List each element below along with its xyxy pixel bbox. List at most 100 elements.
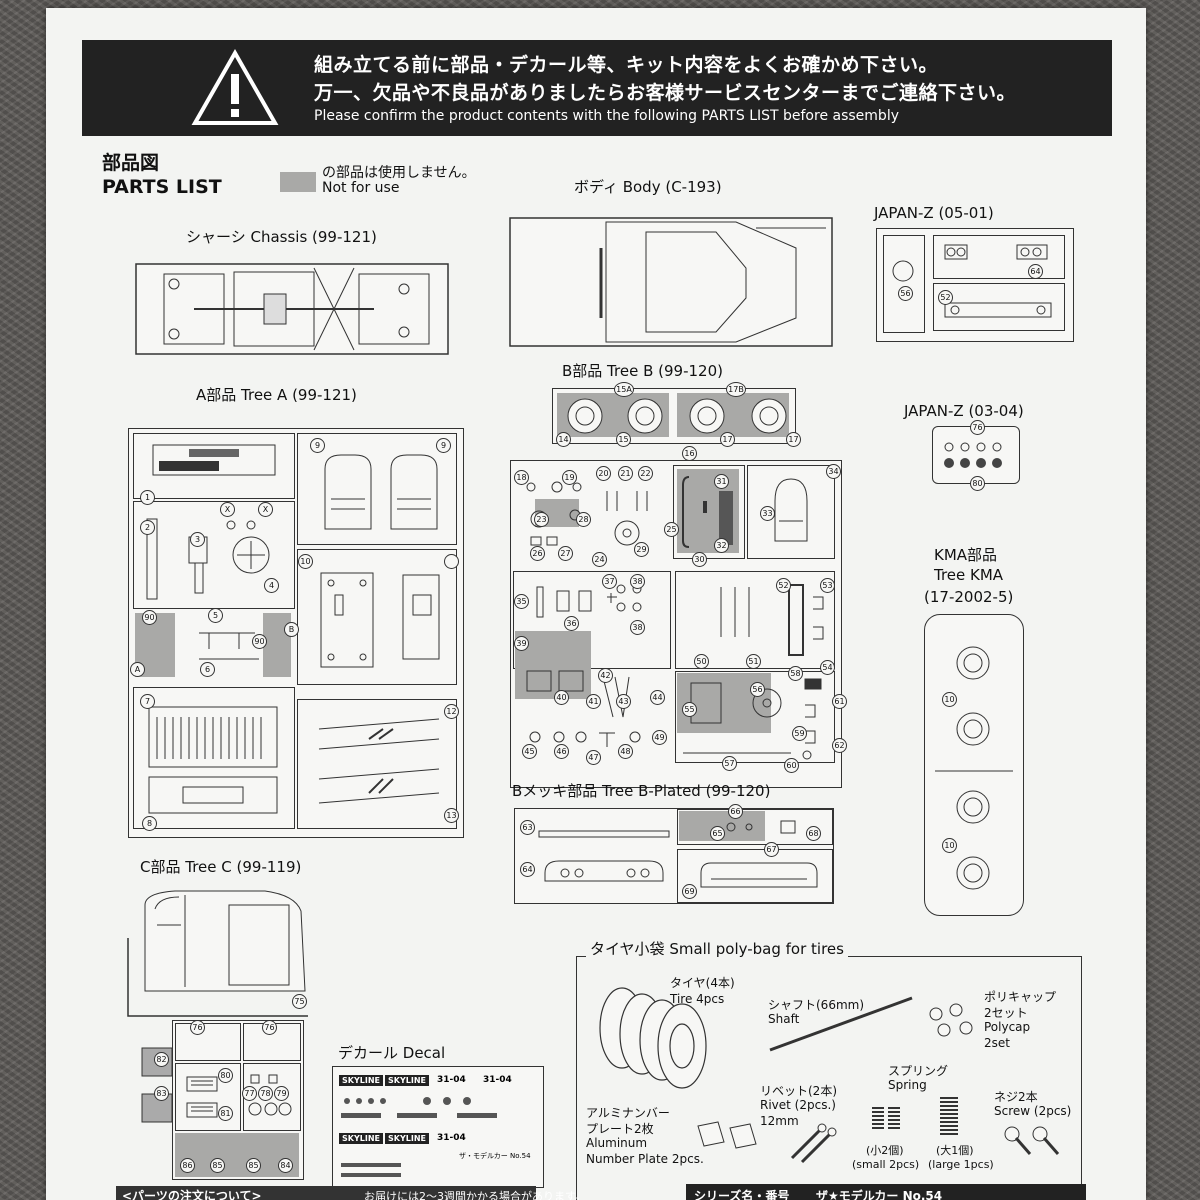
treeC-runner: [127, 938, 308, 1017]
number-plate-drawing: [697, 1121, 757, 1149]
kma-title-jp: KMA部品: [934, 546, 998, 564]
spring-large-jp: (大1個): [936, 1144, 974, 1157]
part-number: 65: [710, 826, 725, 841]
part-number: 21: [618, 466, 633, 481]
part-number: 78: [258, 1086, 273, 1101]
treeC-title: C部品 Tree C (99-119): [140, 858, 302, 876]
treeA-title: A部品 Tree A (99-121): [196, 386, 357, 404]
spring-large-en: (large 1pcs): [928, 1158, 994, 1171]
part-number: 86: [180, 1158, 195, 1173]
banner-line-3: Please confirm the product contents with…: [314, 108, 899, 124]
warning-icon: [191, 48, 279, 125]
part-number: 24: [592, 552, 607, 567]
banner-line-2: 万一、欠品や不良品がありましたらお客様サービスセンターまでご連絡下さい。: [314, 82, 1017, 104]
kma-title-code: (17-2002-5): [924, 588, 1014, 606]
legend-jp: の部品は使用しません。: [322, 165, 476, 181]
part-number: 76: [190, 1020, 205, 1035]
part-number: 17B: [726, 382, 746, 397]
part-number: 10: [942, 692, 957, 707]
japanz-0304-title: JAPAN-Z (03-04): [904, 402, 1024, 420]
part-number: 1: [140, 490, 155, 505]
part-number: B: [284, 622, 299, 637]
treeC-body-part: [124, 884, 312, 1006]
spring-jp: スプリング: [888, 1064, 949, 1078]
shaft-jp: シャフト(66mm): [768, 998, 865, 1012]
part-number: 55: [682, 702, 697, 717]
decal-skyline-3: SKYLINE: [339, 1133, 383, 1144]
spring-drawing: [872, 1097, 958, 1135]
polycap-drawing: [929, 1003, 973, 1037]
part-number: 10: [298, 554, 313, 569]
part-number: 60: [784, 758, 799, 773]
part-number: 80: [970, 476, 985, 491]
series-footer: シリーズ名・番号 ザ★モデルカー No.54: [686, 1184, 1086, 1200]
part-number: 17: [720, 432, 735, 447]
part-number: 66: [728, 804, 743, 819]
part-number: 30: [692, 552, 707, 567]
part-number: 57: [722, 756, 737, 771]
decal-model-text: ザ・モデルカー No.54: [459, 1152, 531, 1160]
part-number: 9: [436, 438, 451, 453]
part-number: 29: [634, 542, 649, 557]
part-number: 10: [942, 838, 957, 853]
part-number: 12: [444, 704, 459, 719]
instruction-sheet: 組み立てる前に部品・デカール等、キット内容をよくお確かめ下さい。 万一、欠品や不…: [46, 8, 1146, 1200]
rivet-size: 12mm: [760, 1114, 799, 1128]
part-number: 14: [556, 432, 571, 447]
part-number: 6: [200, 662, 215, 677]
part-number: 13: [444, 808, 459, 823]
part-number: 48: [618, 744, 633, 759]
part-number: 76: [262, 1020, 277, 1035]
part-number: 3: [190, 532, 205, 547]
part-number: X: [220, 502, 235, 517]
part-number: 56: [898, 286, 913, 301]
chassis-title: シャーシ Chassis (99-121): [186, 228, 377, 246]
part-number: 64: [520, 862, 535, 877]
treeB-sprue: [510, 460, 842, 788]
part-number: 84: [278, 1158, 293, 1173]
part-number: 25: [664, 522, 679, 537]
treeB-title: B部品 Tree B (99-120): [562, 362, 723, 380]
legend-en: Not for use: [322, 180, 400, 196]
part-number: 15: [616, 432, 631, 447]
part-number: 22: [638, 466, 653, 481]
part-number: 7: [140, 694, 155, 709]
spring-small-en: (small 2pcs): [852, 1158, 920, 1171]
part-number: [444, 554, 459, 569]
plate-en: Aluminum: [586, 1136, 648, 1150]
part-number: 35: [514, 594, 529, 609]
part-number: 28: [576, 512, 591, 527]
decal-skyline-1: SKYLINE: [339, 1075, 383, 1086]
part-number: 68: [806, 826, 821, 841]
part-number: 41: [586, 694, 601, 709]
part-number: 19: [562, 470, 577, 485]
part-number: 69: [682, 884, 697, 899]
warning-banner: 組み立てる前に部品・デカール等、キット内容をよくお確かめ下さい。 万一、欠品や不…: [82, 40, 1112, 136]
shaft-en: Shaft: [768, 1012, 800, 1026]
part-number: 44: [650, 690, 665, 705]
part-number: 53: [820, 578, 835, 593]
part-number: 75: [292, 994, 307, 1009]
part-number: 62: [832, 738, 847, 753]
part-number: 51: [746, 654, 761, 669]
part-number: 46: [554, 744, 569, 759]
order-footer: <パーツの注文について>: [116, 1186, 536, 1200]
tire-drawing: [599, 987, 707, 1089]
treeBplated-title: Bメッキ部品 Tree B-Plated (99-120): [512, 782, 771, 800]
part-number: 47: [586, 750, 601, 765]
part-number: 39: [514, 636, 529, 651]
series-value: ザ★モデルカー No.54: [816, 1189, 943, 1200]
part-number: 33: [760, 506, 775, 521]
body-title: ボディ Body (C-193): [574, 178, 722, 196]
spring-en: Spring: [888, 1078, 927, 1092]
rivet-drawing: [790, 1123, 837, 1164]
plate-en2: Number Plate 2pcs.: [586, 1152, 704, 1166]
plate-jp2: プレート2枚: [586, 1122, 654, 1136]
polybag-title: タイヤ小袋 Small poly-bag for tires: [586, 938, 848, 959]
decal-skyline-4: SKYLINE: [385, 1133, 429, 1144]
part-number: 26: [530, 546, 545, 561]
part-number: A: [130, 662, 145, 677]
treeC-sprue: [172, 1020, 304, 1180]
parts-list-title-en: PARTS LIST: [102, 176, 222, 198]
decal-sheet: SKYLINE SKYLINE SKYLINE SKYLINE 31-04 31…: [332, 1066, 544, 1188]
